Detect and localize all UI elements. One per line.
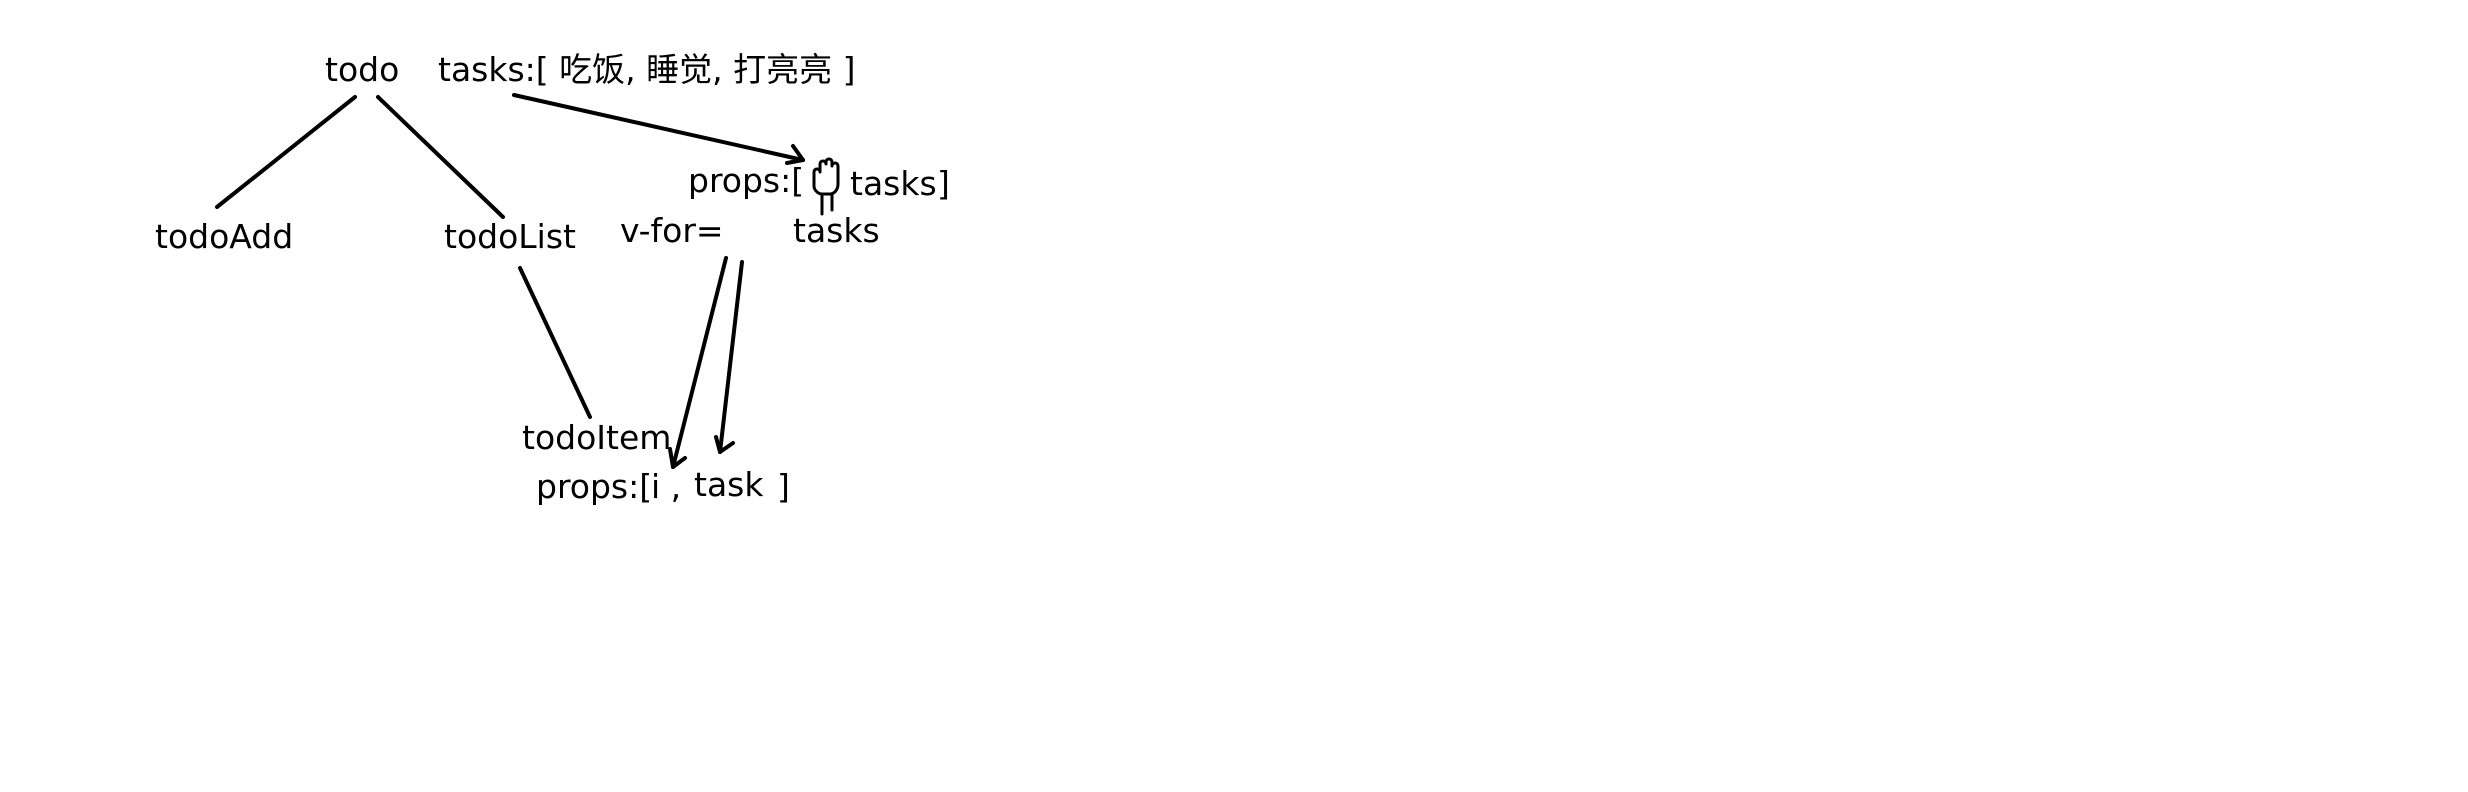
annotation-list-props-close: ] (937, 164, 950, 203)
node-todo: todo (325, 50, 399, 89)
annotation-list-props-open: props:[ (688, 161, 804, 200)
annotation-item-props-i: i , (651, 467, 681, 506)
annotation-item-props-close: ] (777, 467, 790, 506)
edge-todo-todolist (376, 95, 505, 219)
annotation-todo-tasks: tasks:[ 吃饭, 睡觉, 打亮亮 ] (438, 50, 855, 89)
node-todoadd: todoAdd (155, 217, 293, 256)
edge-todo-todoadd (215, 95, 357, 209)
annotation-item-props-task: task (694, 465, 764, 504)
hand-cursor-icon (812, 157, 840, 216)
arrow-vfor-to-item-i (668, 256, 728, 469)
annotation-list-props-tasks: tasks (850, 164, 937, 203)
arrow-tasks-to-list-props (512, 93, 805, 165)
annotation-item-props-open: props:[ (536, 467, 652, 506)
node-todolist: todoList (444, 217, 576, 256)
edge-todolist-todoitem (518, 266, 592, 419)
annotation-v-for-tasks: tasks (793, 211, 880, 250)
annotation-v-for: v-for= (620, 211, 724, 250)
node-todoitem: todoItem (522, 418, 671, 457)
arrow-vfor-to-item-task (714, 260, 744, 454)
